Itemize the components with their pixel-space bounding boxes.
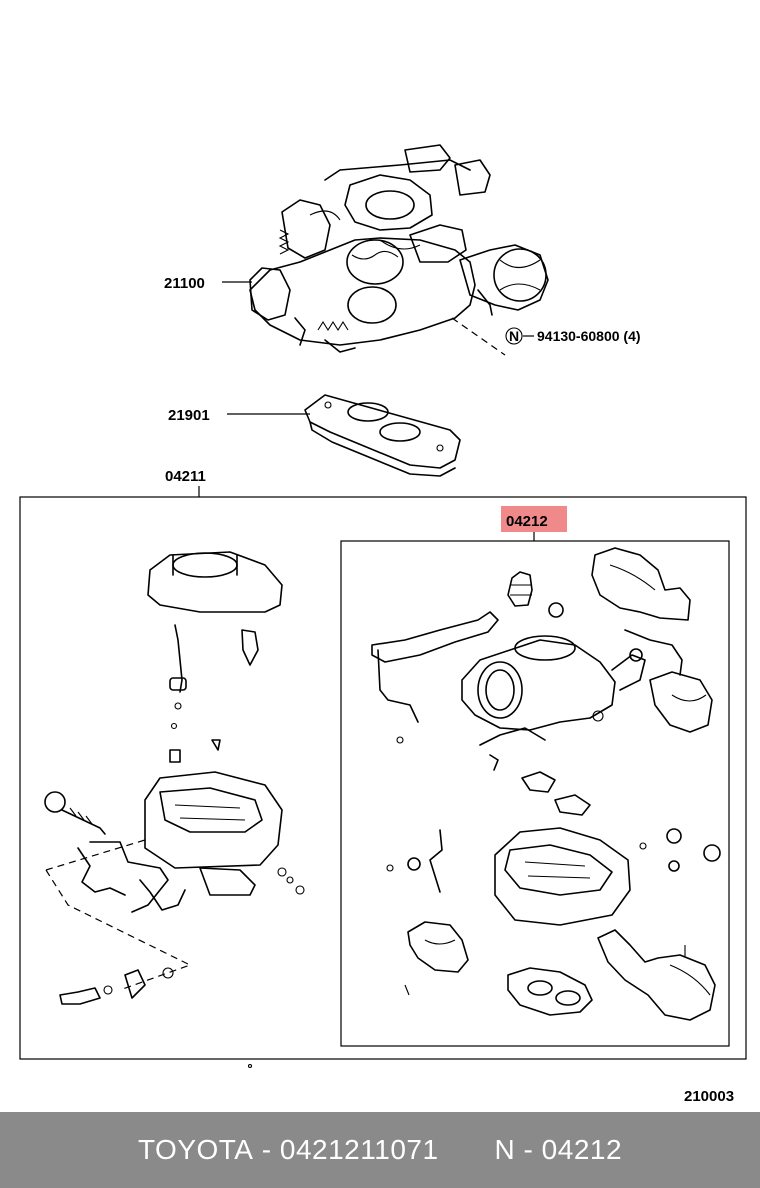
leader-nut <box>451 317 506 356</box>
footer-bar: TOYOTA - 0421211071 N - 04212 <box>0 1112 760 1188</box>
footer-part-number: 0421211071 <box>279 1134 439 1165</box>
label-04212-highlight <box>501 506 567 532</box>
nut-symbol: N <box>509 328 519 344</box>
footer-separator: - <box>253 1134 280 1165</box>
kit-04211-frame <box>19 496 747 1060</box>
label-21901: 21901 <box>168 407 210 424</box>
footer-ref-prefix: N <box>494 1134 516 1165</box>
illustration-code: 210003 <box>684 1088 734 1105</box>
label-04211: 04211 <box>165 468 206 485</box>
footer-ref-code: 04212 <box>541 1134 623 1165</box>
footer-separator-2: - <box>515 1134 542 1165</box>
kit-04211-parts <box>44 551 305 1005</box>
label-04212: 04212 <box>506 513 548 530</box>
label-94130-60800: 94130-60800 (4) <box>537 328 641 344</box>
footer-brand: TOYOTA <box>137 1134 254 1165</box>
dot-mark <box>247 1063 253 1069</box>
insulator-plate-illustration <box>304 394 461 477</box>
carburetor-assembly-illustration <box>249 144 549 353</box>
kit-04212-parts <box>371 547 721 1021</box>
parts-diagram: 21100 N 94130-60800 (4) 21901 04211 <box>19 144 747 1105</box>
nut-symbol-circle <box>505 327 523 345</box>
label-21100: 21100 <box>164 275 205 292</box>
kit-04212-frame <box>340 540 730 1047</box>
